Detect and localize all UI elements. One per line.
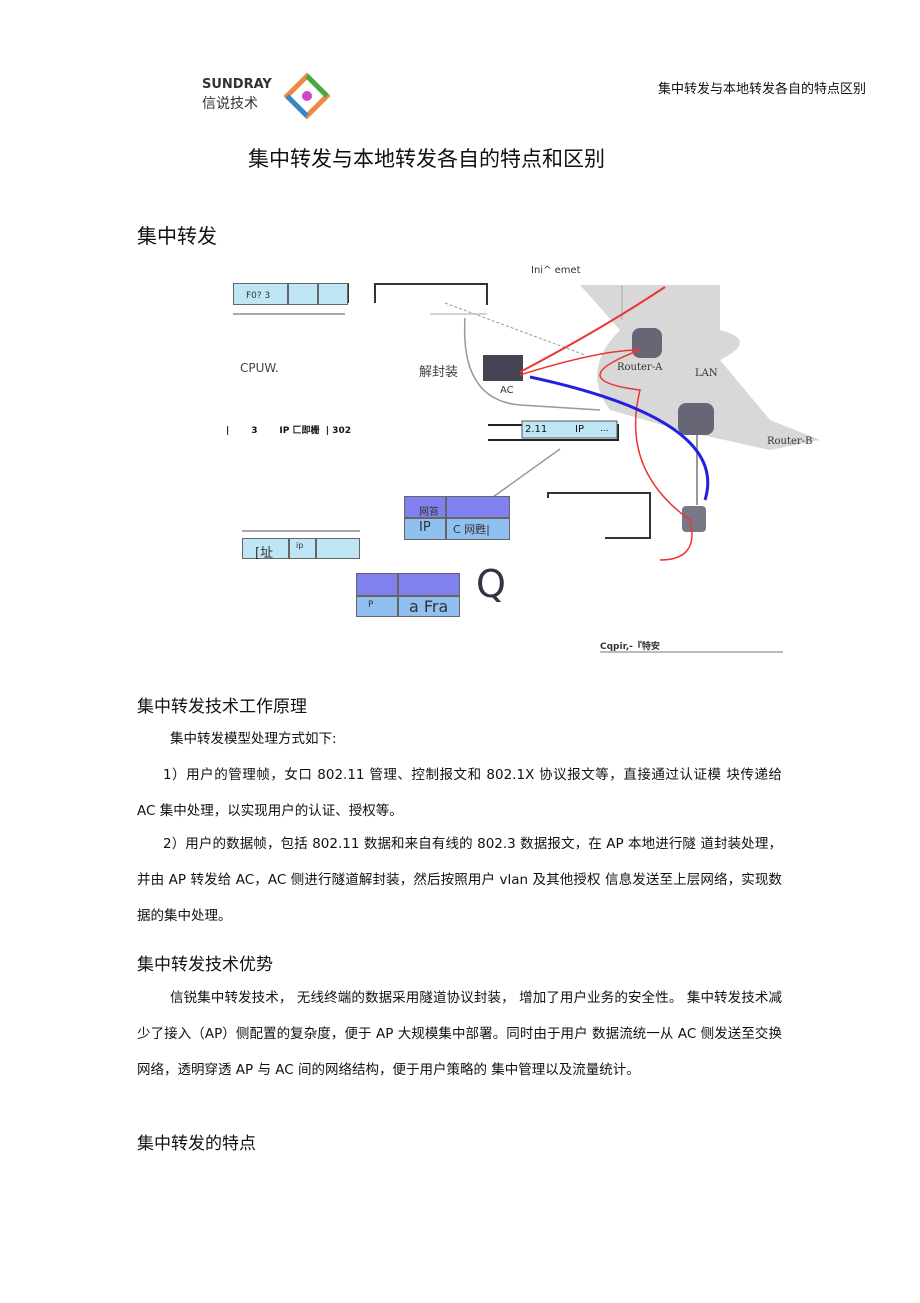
paragraph: 2）用户的数据帧，包括 802.11 数据和来自有线的 802.3 数据报文，在… xyxy=(137,836,782,924)
router-a-label: Router-A xyxy=(617,362,663,373)
frame-field: ip xyxy=(289,538,316,559)
page-title: 集中转发与本地转发各自的特点和区别 xyxy=(248,147,605,171)
frame-field: a Fra xyxy=(398,596,460,617)
network-diagram: Ini^ emet F0? 3 CPUW. xyxy=(226,265,820,653)
paragraph: 信锐集中转发技术， 无线终端的数据采用隧道协议封装， 增加了用户业务的安全性。 … xyxy=(137,990,782,1078)
frame-field: P xyxy=(356,596,398,617)
section-heading: 集中转发技术优势 xyxy=(137,955,273,975)
frame-field: C 网甦| xyxy=(446,518,510,540)
logo-text-cn: 信说技术 xyxy=(202,96,258,112)
packet-field: 2.11 xyxy=(525,424,548,435)
logo-icon xyxy=(283,72,331,120)
q-glyph: Q xyxy=(476,562,506,606)
diagram-caption: Cqpir,-『特安 xyxy=(600,642,660,652)
frame-field: [址 xyxy=(242,538,289,561)
logo-text: SUNDRAY xyxy=(202,77,272,92)
frame-field: 网笞 xyxy=(404,496,446,518)
diagram-graphics xyxy=(233,283,820,653)
router-b-label: Router-B xyxy=(767,436,813,447)
frame-row-text: | 3 IP 匚即栅 | 302 xyxy=(226,426,351,436)
section-heading: 集中转发的特点 xyxy=(137,1134,256,1154)
section-heading: 集中转发 xyxy=(137,224,217,248)
internet-label: Ini^ emet xyxy=(531,265,581,276)
packet-field: IP xyxy=(575,424,584,435)
cpuw-label: CPUW. xyxy=(240,361,279,375)
section-heading: 集中转发技术工作原理 xyxy=(137,697,307,717)
frame-field: F0? 3 xyxy=(233,283,288,305)
frame-field: IP xyxy=(404,518,446,540)
paragraph: 集中转发模型处理方式如下: xyxy=(170,731,337,747)
packet-field: ... xyxy=(600,424,609,434)
header-doc-title: 集中转发与本地转发各自的特点区别 xyxy=(658,82,867,97)
ac-label: AC xyxy=(500,385,514,396)
lan-label: LAN xyxy=(695,368,718,379)
paragraph: 1）用户的管理帧，女口 802.11 管理、控制报文和 802.1X 协议报文等… xyxy=(137,767,782,819)
decap-label: 解封装 xyxy=(419,365,459,380)
